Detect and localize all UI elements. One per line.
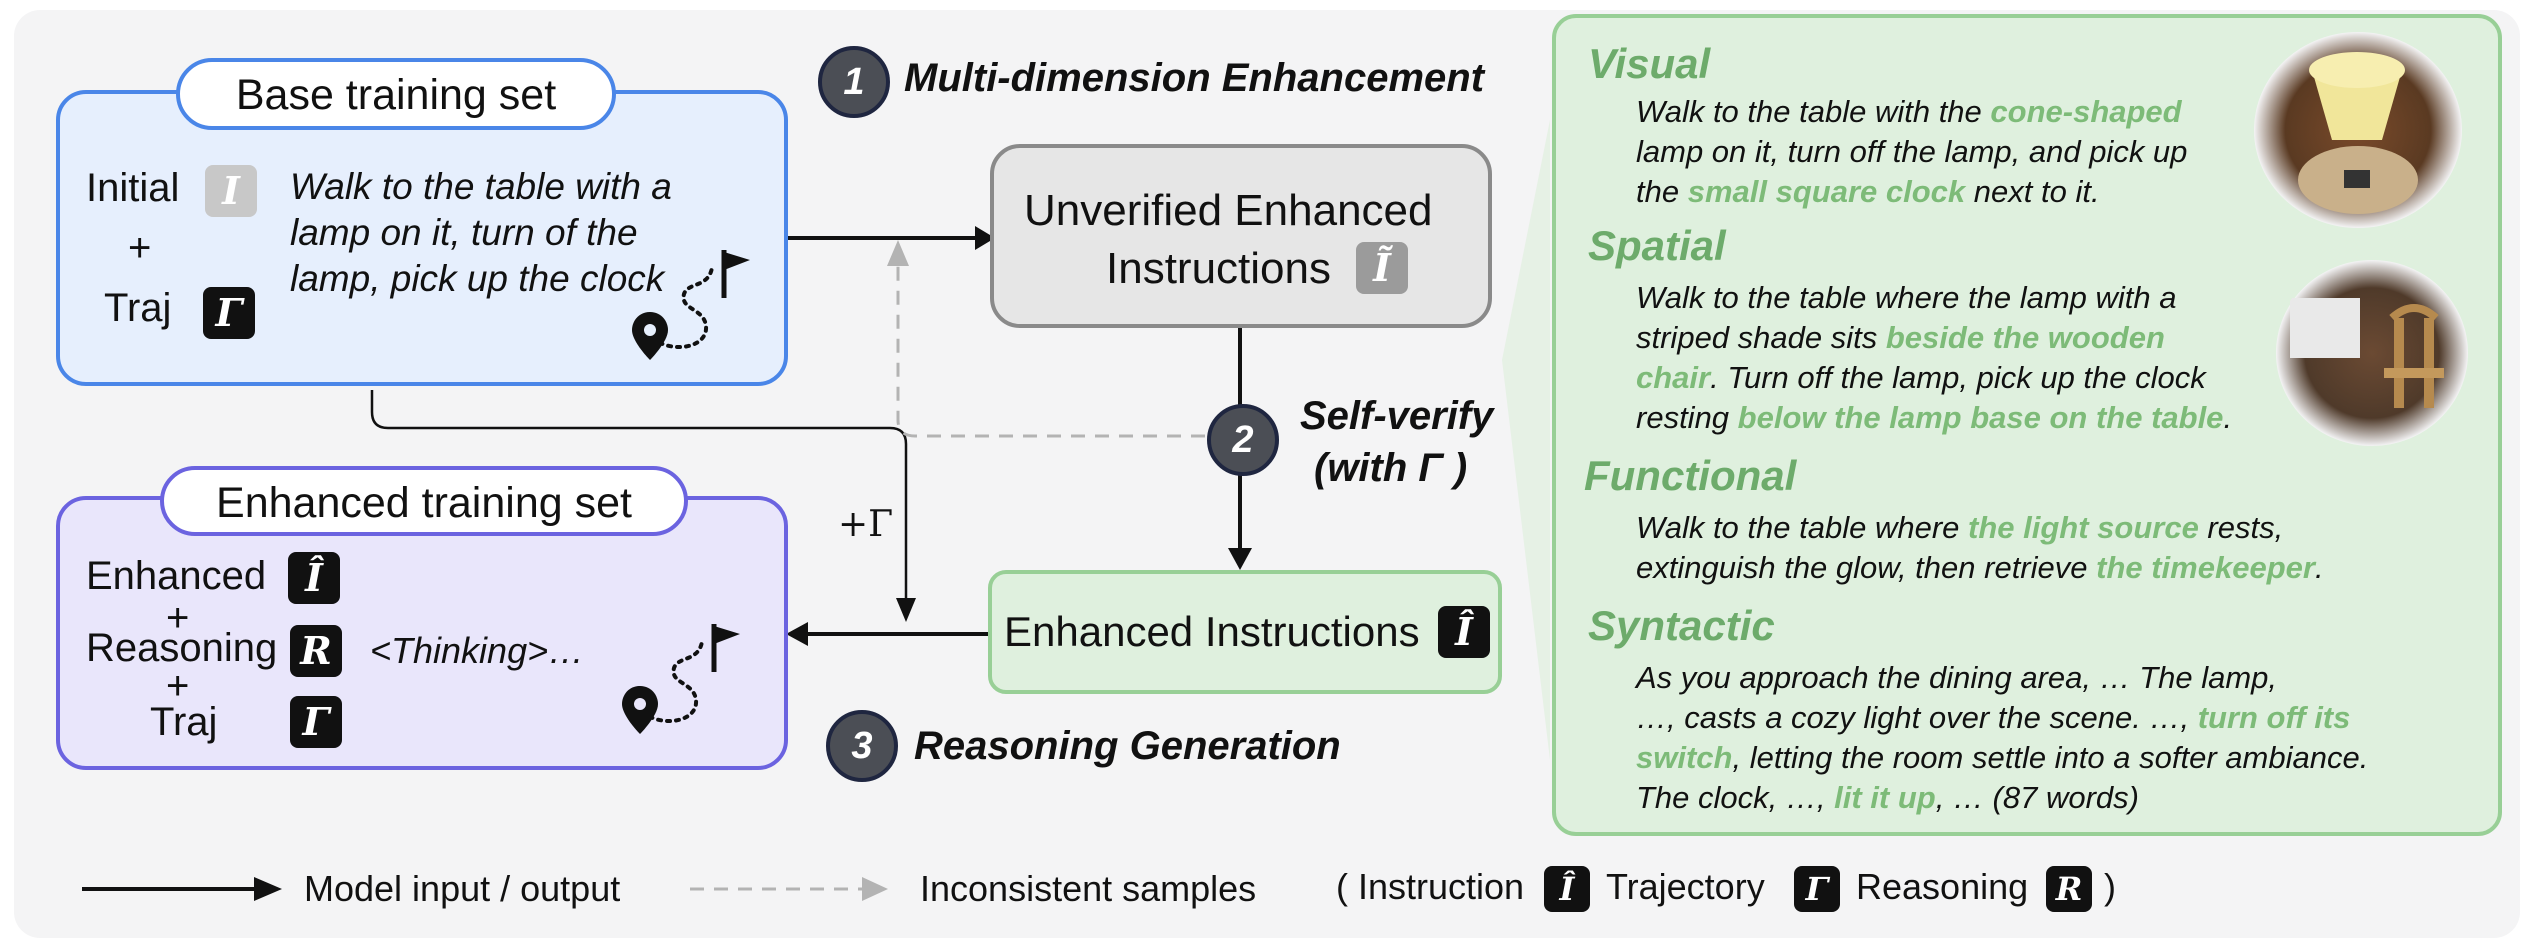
legend-dashed-label: Inconsistent samples: [920, 868, 1257, 909]
step-2-badge: 2: [1207, 404, 1279, 476]
syntactic-example: As you approach the dining area, … The l…: [1636, 660, 2369, 815]
legend-trajectory-label: Trajectory: [1606, 866, 1765, 907]
chair-photo: [2276, 260, 2468, 446]
trajectory-symbol-enhanced: Γ: [290, 696, 342, 748]
plus-gamma-label: +Γ: [838, 504, 894, 545]
legend-solid-label: Model input / output: [304, 868, 621, 909]
legend-instruction-symbol: Î: [1544, 866, 1590, 912]
thinking-text: <Thinking>…: [370, 630, 585, 671]
legend-reasoning-label: Reasoning: [1856, 866, 2029, 907]
enhanced-instructions-box: [988, 570, 1502, 694]
step-1-badge: 1: [818, 46, 890, 118]
reasoning-symbol: R: [290, 625, 342, 677]
syntactic-heading: Syntactic: [1588, 602, 1775, 649]
functional-heading: Functional: [1584, 452, 1797, 499]
enhanced-training-set-title: Enhanced training set: [160, 466, 688, 536]
legend-instruction-label: ( Instruction: [1336, 866, 1525, 907]
functional-example: Walk to the table where the light source…: [1636, 510, 2324, 585]
base-instruction-line-1: Walk to the table with a: [290, 166, 672, 207]
initial-label: Initial: [86, 166, 180, 210]
traj-label: Traj: [104, 286, 172, 330]
visual-heading: Visual: [1588, 40, 1711, 87]
instruction-tilde-symbol: Ĩ: [1356, 242, 1408, 294]
visual-example: Walk to the table with the cone-shaped l…: [1636, 94, 2188, 209]
route-icon-enhanced: [622, 624, 740, 734]
route-icon: [632, 250, 750, 360]
plus-sign-1: +: [166, 596, 190, 640]
step-3-title: Reasoning Generation: [914, 724, 1341, 768]
legend-reasoning-symbol: R: [2046, 866, 2092, 912]
instruction-symbol-initial: I: [205, 165, 257, 217]
enhanced-instructions-label: Enhanced Instructions: [1004, 608, 1420, 655]
arrow-base-plus-gamma: [370, 390, 908, 600]
legend-close-paren: ): [2104, 866, 2116, 907]
instruction-hat-symbol: Î: [288, 552, 340, 604]
plus-sign: +: [128, 226, 152, 270]
legend-trajectory-symbol: Γ: [1794, 866, 1840, 912]
step-2-title-line-2: (with Γ ): [1314, 446, 1468, 490]
trajectory-symbol: Γ: [203, 287, 255, 339]
unverified-instructions-box: [990, 144, 1492, 328]
spatial-heading: Spatial: [1588, 222, 1726, 269]
base-instruction-line-2: lamp on it, turn of the: [290, 212, 638, 253]
reasoning-label: Reasoning: [86, 626, 278, 670]
unverified-line-2: Instructions: [1106, 244, 1331, 293]
step-3-badge: 3: [826, 710, 898, 782]
step-1-title: Multi-dimension Enhancement: [904, 56, 1485, 100]
spatial-example: Walk to the table where the lamp with a …: [1636, 280, 2233, 435]
base-instruction-line-3: lamp, pick up the clock: [290, 258, 665, 299]
unverified-line-1: Unverified Enhanced: [1024, 186, 1433, 235]
instruction-hat-symbol-box: Î: [1438, 606, 1490, 658]
enhanced-label: Enhanced: [86, 554, 267, 598]
base-training-set-title: Base training set: [176, 58, 616, 130]
lamp-photo: [2254, 32, 2462, 228]
plus-sign-2: +: [166, 664, 190, 708]
step-2-title-line-1: Self-verify: [1300, 394, 1494, 438]
enhanced-training-set-panel: [56, 496, 788, 770]
enh-traj-label: Traj: [150, 700, 218, 744]
arrow-inconsistent-feedback: [896, 262, 1205, 438]
callout-wedge: [1502, 120, 1550, 760]
